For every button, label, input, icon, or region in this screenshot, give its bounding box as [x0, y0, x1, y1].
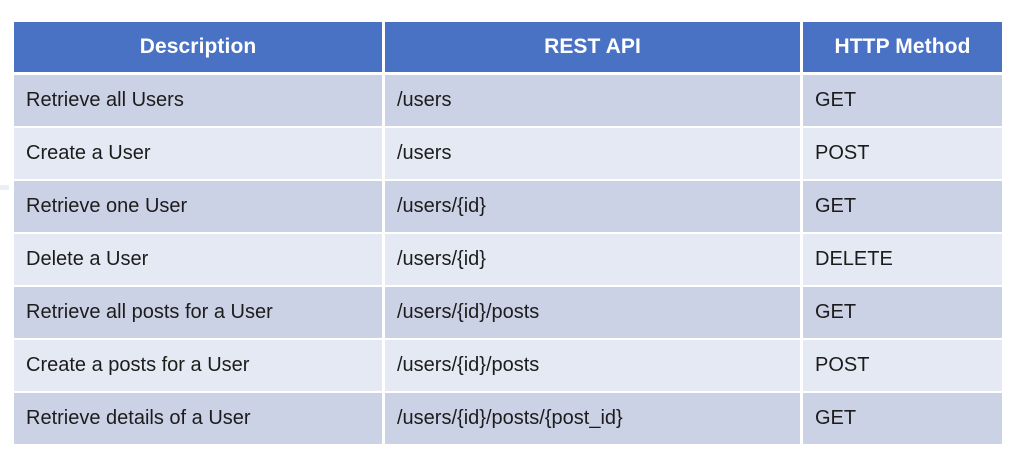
- cell-description: Create a User: [14, 128, 385, 181]
- cell-http-method: POST: [803, 128, 1002, 181]
- left-edge-artifact: [0, 185, 9, 190]
- cell-description: Retrieve details of a User: [14, 393, 385, 444]
- cell-description: Delete a User: [14, 234, 385, 287]
- table-row: Delete a User /users/{id} DELETE: [14, 234, 1002, 287]
- cell-description: Retrieve one User: [14, 181, 385, 234]
- table-row: Retrieve all posts for a User /users/{id…: [14, 287, 1002, 340]
- cell-http-method: GET: [803, 287, 1002, 340]
- table-header-row: Description REST API HTTP Method: [14, 22, 1002, 75]
- cell-rest-api: /users: [385, 128, 803, 181]
- cell-http-method: GET: [803, 75, 1002, 128]
- table-body: Retrieve all Users /users GET Create a U…: [14, 75, 1002, 444]
- cell-description: Retrieve all posts for a User: [14, 287, 385, 340]
- cell-rest-api: /users/{id}/posts: [385, 287, 803, 340]
- cell-http-method: GET: [803, 181, 1002, 234]
- cell-rest-api: /users/{id}/posts/{post_id}: [385, 393, 803, 444]
- table-row: Create a posts for a User /users/{id}/po…: [14, 340, 1002, 393]
- table-row: Retrieve one User /users/{id} GET: [14, 181, 1002, 234]
- cell-http-method: GET: [803, 393, 1002, 444]
- rest-api-table: Description REST API HTTP Method Retriev…: [14, 22, 1002, 444]
- table-row: Retrieve details of a User /users/{id}/p…: [14, 393, 1002, 444]
- cell-rest-api: /users/{id}: [385, 181, 803, 234]
- table-row: Retrieve all Users /users GET: [14, 75, 1002, 128]
- cell-rest-api: /users/{id}/posts: [385, 340, 803, 393]
- cell-description: Create a posts for a User: [14, 340, 385, 393]
- column-header-rest-api: REST API: [385, 22, 803, 75]
- column-header-http-method: HTTP Method: [803, 22, 1002, 75]
- cell-rest-api: /users/{id}: [385, 234, 803, 287]
- cell-description: Retrieve all Users: [14, 75, 385, 128]
- cell-http-method: POST: [803, 340, 1002, 393]
- cell-http-method: DELETE: [803, 234, 1002, 287]
- table-header: Description REST API HTTP Method: [14, 22, 1002, 75]
- table-row: Create a User /users POST: [14, 128, 1002, 181]
- rest-api-table-container: Description REST API HTTP Method Retriev…: [14, 22, 1002, 450]
- column-header-description: Description: [14, 22, 385, 75]
- cell-rest-api: /users: [385, 75, 803, 128]
